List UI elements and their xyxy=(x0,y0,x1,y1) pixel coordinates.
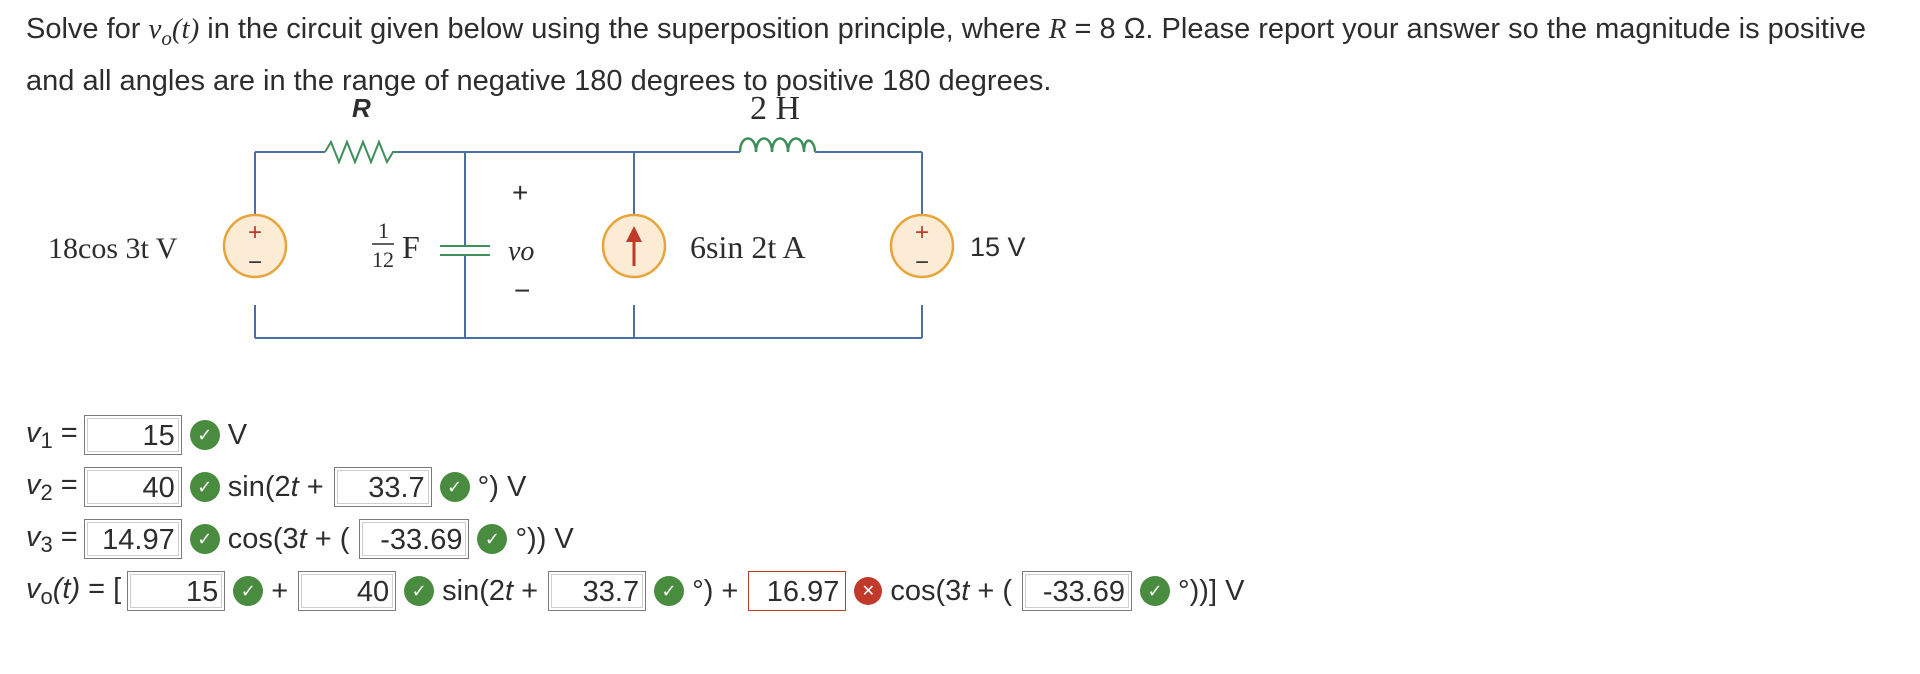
question-text: Solve for vo(t) in the circuit given bel… xyxy=(26,8,1906,103)
v2-magnitude-input[interactable]: 40 xyxy=(83,467,182,507)
answer-row-v1: v1 = 15 ✓ V xyxy=(26,413,251,457)
voltage-source-3: + − xyxy=(889,213,955,279)
v2-tail: °) V xyxy=(477,470,527,503)
v3-expr: cos(3t + ( xyxy=(227,522,350,555)
svg-text:−: − xyxy=(915,249,929,276)
vo-term2-magnitude-input[interactable]: 40 xyxy=(298,571,397,611)
v1-label: v1 = xyxy=(26,416,78,453)
v3-tail: °)) V xyxy=(515,522,574,555)
v2-angle-input[interactable]: 33.7 xyxy=(333,467,432,507)
check-circle-icon: ✓ xyxy=(233,576,264,606)
voltage-source-1: + − xyxy=(222,213,288,279)
circuit-diagram: R 2 H + − 18cos 3t V 1 12 F + vo − 6sin … xyxy=(48,90,1026,339)
answer-row-v2: v2 = 40 ✓ sin(2t + 33.7 ✓ °) V xyxy=(26,465,530,509)
vo-term2-angle-input[interactable]: 33.7 xyxy=(548,571,647,611)
v3-angle-input[interactable]: -33.69 xyxy=(359,519,470,559)
vo-answer-label: vo(t) = [ xyxy=(26,572,122,609)
r-symbol: R xyxy=(1048,13,1067,45)
v1-unit: V xyxy=(227,418,248,451)
svg-text:12: 12 xyxy=(372,247,394,272)
v1-input[interactable]: 15 xyxy=(83,415,182,455)
vo-term3-magnitude-input[interactable]: 16.97 xyxy=(748,571,847,611)
vo-plus: + xyxy=(512,177,528,208)
current-source xyxy=(601,213,667,279)
svg-text:−: − xyxy=(248,249,262,276)
svg-text:+: + xyxy=(248,219,262,246)
vo-term3-angle-input[interactable]: -33.69 xyxy=(1022,571,1133,611)
svg-text:1: 1 xyxy=(378,218,389,243)
vo-plus-1: + xyxy=(271,574,289,607)
vo-symbol: vo(t) xyxy=(148,13,200,50)
check-circle-icon: ✓ xyxy=(477,524,508,554)
check-circle-icon: ✓ xyxy=(189,472,220,502)
check-circle-icon: ✓ xyxy=(439,472,470,502)
inductor-label: 2 H xyxy=(750,90,800,127)
vo-label: vo xyxy=(508,236,534,267)
check-circle-icon: ✓ xyxy=(654,576,685,606)
answer-row-v3: v3 = 14.97 ✓ cos(3t + ( -33.69 ✓ °)) V xyxy=(26,517,578,561)
check-circle-icon: ✓ xyxy=(189,420,220,450)
question-part3: = 8 Ω. Please report your answer so the … xyxy=(26,13,1866,97)
svg-text:F: F xyxy=(402,229,420,265)
vo-cos-expr: cos(3t + ( xyxy=(890,574,1013,607)
v2-expr: sin(2t + xyxy=(227,470,324,503)
resistor-symbol xyxy=(324,139,398,165)
question-part1: Solve for xyxy=(26,13,149,45)
question-part2: in the circuit given below using the sup… xyxy=(199,13,1049,45)
x-circle-icon: ✕ xyxy=(854,577,883,605)
voltage-source-1-label: 18cos 3t V xyxy=(48,232,178,265)
v3-magnitude-input[interactable]: 14.97 xyxy=(83,519,182,559)
check-circle-icon: ✓ xyxy=(1140,576,1171,606)
circuit-wires xyxy=(254,151,923,339)
vo-minus: − xyxy=(514,275,530,306)
v3-label: v3 = xyxy=(26,520,78,557)
vo-term1-input[interactable]: 15 xyxy=(127,571,226,611)
capacitor-label: 1 12 F xyxy=(372,218,420,272)
vo-mid-text: °) + xyxy=(692,574,739,607)
vo-sin-expr: sin(2t + xyxy=(442,574,539,607)
resistor-label: R xyxy=(352,93,371,123)
capacitor-symbol xyxy=(440,245,490,256)
current-source-label: 6sin 2t A xyxy=(690,229,806,265)
answer-row-vo: vo(t) = [ 15 ✓ + 40 ✓ sin(2t + 33.7 ✓ °)… xyxy=(26,569,1248,613)
vo-tail: °))] V xyxy=(1178,574,1245,607)
voltage-source-3-label: 15 V xyxy=(970,232,1026,262)
svg-text:+: + xyxy=(915,219,929,246)
check-circle-icon: ✓ xyxy=(404,576,435,606)
check-circle-icon: ✓ xyxy=(189,524,220,554)
inductor-symbol xyxy=(738,137,817,153)
v2-label: v2 = xyxy=(26,468,78,505)
